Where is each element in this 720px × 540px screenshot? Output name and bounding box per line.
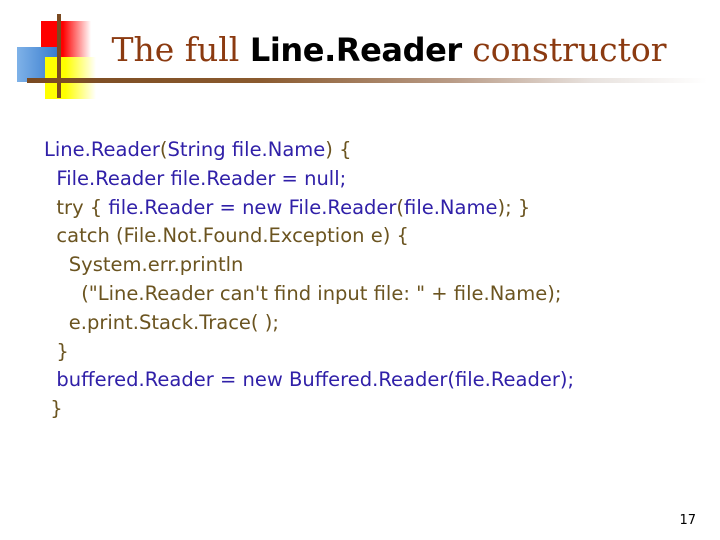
code-line: }	[44, 338, 684, 367]
code-line: try { file.Reader = new File.Reader(file…	[44, 194, 684, 223]
code-line: }	[44, 395, 684, 424]
code-indent	[44, 253, 69, 276]
code-token: (	[396, 195, 405, 219]
code-token: buffered.Reader = new Buffered.Reader(fi…	[56, 368, 575, 392]
code-line: ("Line.Reader can't find input file: " +…	[44, 280, 684, 309]
code-token: String file.Name	[167, 138, 326, 161]
code-line: File.Reader file.Reader = null;	[44, 165, 684, 194]
title-part-prefix: The full	[111, 30, 250, 69]
code-indent	[44, 311, 69, 334]
code-token: }	[50, 397, 63, 421]
code-token: File.Reader file.Reader = null;	[56, 166, 347, 190]
code-indent	[44, 368, 56, 391]
title-part-suffix: constructor	[461, 30, 667, 69]
code-indent	[44, 224, 56, 247]
code-token: ("Line.Reader can't find input file: " +…	[81, 281, 562, 305]
code-token: ); }	[497, 195, 531, 219]
code-line: buffered.Reader = new Buffered.Reader(fi…	[44, 366, 684, 395]
code-line: Line.Reader(String file.Name) {	[44, 136, 684, 165]
title-line: The full Line.Reader constructor	[54, 24, 667, 82]
code-token: System.err.println	[68, 253, 244, 277]
code-line: e.print.Stack.Trace( );	[44, 309, 684, 338]
code-line: System.err.println	[44, 251, 684, 280]
code-token: file.Name	[404, 195, 498, 219]
code-token: ) {	[325, 138, 352, 161]
code-indent	[44, 340, 56, 363]
page-title: The full Line.Reader constructor	[0, 24, 720, 80]
code-token: file.Reader = new File.Reader	[108, 195, 397, 219]
code-token: }	[56, 339, 69, 363]
code-indent	[44, 282, 81, 305]
code-token: e.print.Stack.Trace( );	[68, 310, 279, 334]
code-block: Line.Reader(String file.Name) { File.Rea…	[44, 136, 684, 424]
header-decoration	[0, 0, 720, 110]
code-indent	[44, 196, 56, 219]
horizontal-rule	[27, 78, 707, 83]
title-part-emphasis: Line.Reader	[249, 31, 462, 69]
code-line: catch (File.Not.Found.Exception e) {	[44, 222, 684, 251]
page-number: 17	[679, 513, 696, 528]
code-token: catch (File.Not.Found.Exception e) {	[56, 224, 409, 248]
vertical-rule	[57, 14, 61, 98]
code-indent	[44, 167, 56, 190]
code-token: try {	[56, 195, 109, 219]
code-token: Line.Reader	[44, 138, 160, 161]
code-token: (	[159, 138, 168, 161]
